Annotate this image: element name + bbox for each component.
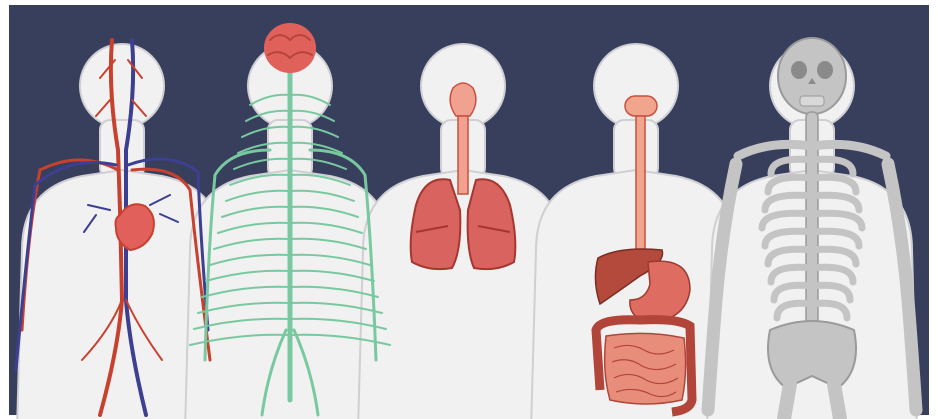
brain <box>264 23 316 73</box>
skull <box>778 38 846 114</box>
larynx <box>450 83 476 116</box>
mouth <box>625 96 657 116</box>
trachea <box>458 116 468 194</box>
esophagus <box>636 116 645 256</box>
